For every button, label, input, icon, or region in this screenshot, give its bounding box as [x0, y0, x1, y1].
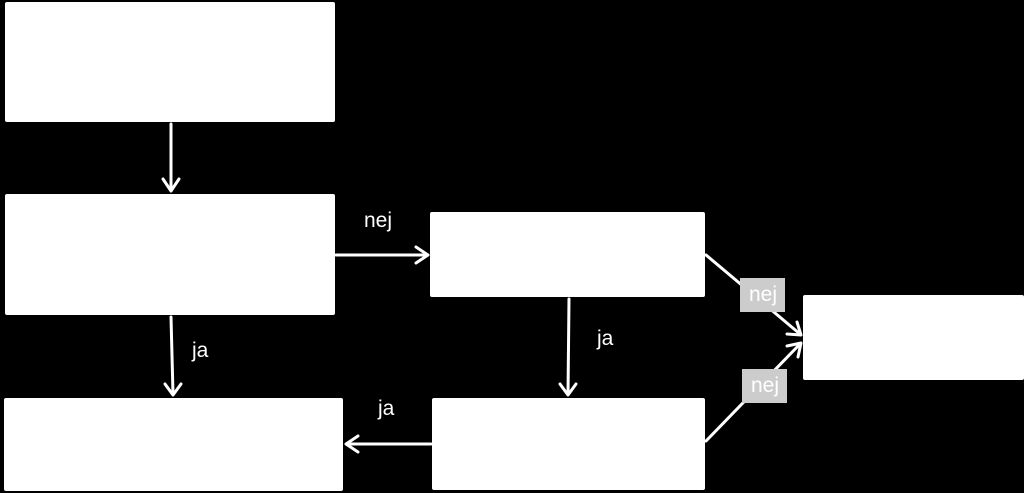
- edge-label-box2-box3: ja: [192, 339, 209, 362]
- arrow-box2-to-box4: [334, 245, 430, 265]
- edge-label-box4-box6: nej: [740, 278, 786, 312]
- flow-box-1: [5, 2, 335, 122]
- arrow-box2-to-box3: [163, 315, 183, 397]
- edge-label-box5-box6: nej: [742, 369, 788, 403]
- arrow-box1-to-box2: [161, 122, 181, 193]
- edge-label-box2-box4: nej: [364, 209, 393, 232]
- flow-box-4: [430, 212, 705, 297]
- flow-box-2: [5, 194, 335, 315]
- flow-box-3: [4, 398, 343, 491]
- flow-box-6: [803, 295, 1024, 380]
- edge-label-box5-box3: ja: [378, 397, 395, 420]
- arrow-box4-to-box5: [558, 297, 578, 397]
- arrow-box5-to-box3: [344, 434, 433, 454]
- flow-box-5: [432, 398, 705, 490]
- edge-label-box4-box5: ja: [597, 327, 614, 350]
